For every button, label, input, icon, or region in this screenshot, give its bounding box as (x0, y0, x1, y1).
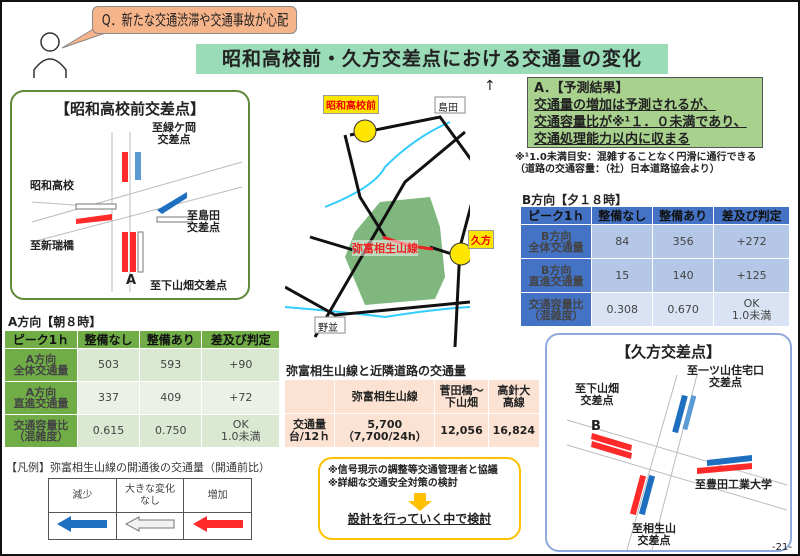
footnote: ※¹1.0未満目安：混雑することなく円滑に通行できる（道路の交通容量：（社）日本… (515, 152, 757, 175)
table-cell: 0.615 (76, 414, 141, 448)
arrow-no-change-icon (124, 516, 175, 532)
arrow-decrease-icon (57, 516, 108, 532)
person-icon (33, 32, 67, 78)
showa-intersection-panel: 【昭和高校前交差点】 至緑ケ岡 交差点 昭和高校 至島田 交差点 至新瑞橋 A … (10, 90, 250, 300)
label-aioiyama: 至相生山 交差点 (632, 522, 676, 547)
legend-caption: 【凡例】弥富相生山線の開通後の交通量（開通前比） (6, 461, 270, 474)
table-cell: 503 (76, 348, 141, 382)
table-cell: 差及び判定 (713, 206, 790, 225)
map-label-shimada: 島田 (438, 103, 458, 114)
table-cell: +272 (713, 224, 790, 259)
table-cell: 12,056 (434, 413, 489, 448)
legend-table: 減少大きな変化 なし増加 (48, 478, 252, 540)
table-cell: ピーク1ｈ (4, 330, 78, 349)
table-b-caption: B方向【夕１８時】 (522, 193, 628, 207)
question-bubble-box: Q．新たな交通渋滞や交通事故が心配 (92, 6, 297, 34)
table-cell: B方向 直進交通量 (519, 258, 593, 293)
nearby-caption: 弥富相生山線と近隣道路の交通量 (286, 364, 467, 378)
table-cell: 593 (139, 348, 203, 382)
map-label-road: 弥富相生山線 (352, 240, 418, 256)
question-bubble: Q．新たな交通渋滞や交通事故が心配 (101, 11, 288, 29)
label-shimoyamahata: 至下山畑 交差点 (575, 382, 619, 407)
down-arrow-icon (407, 493, 432, 511)
map-label-nonami: 野並 (318, 323, 338, 334)
table-cell: 増加 (183, 478, 252, 513)
kuikata-title: 【久方交差点】 (615, 343, 721, 361)
table-cell: +90 (201, 348, 280, 382)
showa-title: 【昭和高校前交差点】 (54, 100, 205, 118)
table-cell (283, 379, 336, 414)
table-cell: +72 (201, 381, 280, 415)
table-cell: B方向 全体交通量 (519, 224, 593, 259)
kuikata-intersection-panel: 【久方交差点】 至一ツ山住宅口 交差点 至下山畑 交差点 B 至豊田工業大学 至… (545, 333, 792, 552)
table-cell: 差及び判定 (201, 330, 280, 349)
label-shimada: 至島田 交差点 (187, 209, 220, 234)
map-label-showa: 昭和高校前 (323, 95, 379, 114)
table-cell: 409 (139, 381, 203, 415)
table-cell: 弥富相生山線 (334, 379, 436, 414)
showa-intersection-diagram (31, 132, 243, 292)
table-cell: 整備あり (139, 330, 203, 349)
table-cell: 交通容量比 （混雑度） (519, 292, 593, 327)
table-cell: 0.308 (591, 292, 654, 327)
label-midorigaoka: 至緑ケ岡 交差点 (152, 121, 196, 146)
page-title: 昭和高校前・久方交差点における交通量の変化 (196, 44, 668, 74)
table-cell: 140 (652, 258, 715, 293)
table-cell (48, 512, 117, 540)
table-cell: 交通量 台/12ｈ (283, 413, 336, 448)
table-cell (183, 512, 252, 540)
table-cell: A方向 直進交通量 (4, 381, 78, 415)
table-cell: A方向 全体交通量 (4, 348, 78, 382)
action-box: ※信号現示の調整等交通管理者と協議※詳細な交通安全対策の検討 設計を行っていく中… (318, 457, 521, 540)
kuikata-intersection-diagram (566, 374, 788, 550)
table-cell: OK 1.0未満 (713, 292, 790, 327)
arrows (75, 152, 193, 273)
table-cell: 356 (652, 224, 715, 259)
table-cell: 菅田橋～ 下山畑 (434, 379, 489, 414)
area-map (285, 96, 470, 347)
table-cell: 高針大 高線 (487, 379, 541, 414)
table-cell: 15 (591, 258, 654, 293)
page-number: -21- (772, 542, 792, 553)
label-shimoyamahata: 至下山畑交差点 (150, 279, 227, 292)
table-cell (115, 512, 185, 540)
label-hitotsuyama: 至一ツ山住宅口 交差点 (687, 364, 764, 389)
prediction-result: A．【予測結果】 交通量の増加は予測されるが、交通容量比が※¹１．０未満であり、… (527, 77, 763, 148)
table-cell: 整備なし (76, 330, 141, 349)
table-cell: 16,824 (487, 413, 541, 448)
label-showa-high: 昭和高校 (30, 179, 74, 192)
table-cell: 0.670 (652, 292, 715, 327)
table-cell: +125 (713, 258, 790, 293)
table-cell: 84 (591, 224, 654, 259)
table-cell: ピーク1ｈ (519, 206, 593, 225)
table-cell: 減少 (48, 478, 117, 513)
table-cell: 整備なし (591, 206, 654, 225)
table-a-caption: A方向【朝８時】 (8, 315, 102, 329)
label-direction-a: A (126, 273, 137, 288)
label-toyota-tech: 至豊田工業大学 (695, 478, 772, 491)
table-cell: 大きな変化 なし (115, 478, 185, 513)
table-cell: 5,700 （7,700/24h） (334, 413, 436, 448)
table-cell: 337 (76, 381, 141, 415)
label-aratamabashi: 至新瑞橋 (30, 239, 74, 252)
table-cell: 0.750 (139, 414, 203, 448)
label-direction-b: B (591, 419, 601, 434)
table-cell: OK 1.0未満 (201, 414, 280, 448)
table-cell: 交通容量比 （混雑度） (4, 414, 78, 448)
arrow-increase-icon (192, 516, 243, 532)
map-label-kuikata: 久方 (468, 230, 494, 249)
table-cell: 整備あり (652, 206, 715, 225)
north-arrow-icon: ↑ (484, 78, 496, 94)
